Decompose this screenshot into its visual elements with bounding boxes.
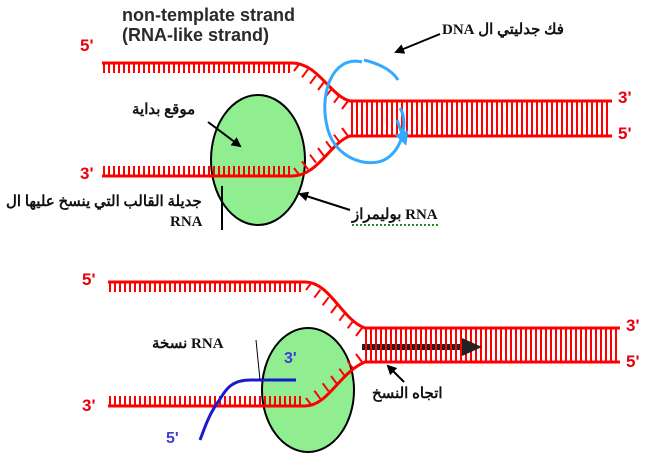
- base-pair-tick: [321, 382, 330, 392]
- rna-5-end: 5': [166, 430, 179, 447]
- direction-label: اتجاه النسخ: [372, 386, 443, 402]
- rna-polymerase-top: [210, 94, 306, 226]
- template-strand-label: جديلة القالب التي ينسخ عليها ال: [6, 194, 202, 210]
- base-pair-tick: [325, 140, 333, 150]
- pointer-lines-top: [207, 33, 441, 230]
- base-pair-tick: [330, 304, 338, 314]
- base-pair-tick: [305, 397, 313, 407]
- base-pair-tick: [355, 327, 363, 337]
- base-pair-tick: [355, 353, 363, 363]
- base-pair-tick: [346, 360, 355, 370]
- rna-copy-label: RNA نسخة: [152, 336, 224, 352]
- diagram-title: non-template strand: [122, 5, 296, 25]
- base-pair-tick: [309, 154, 317, 164]
- base-pair-tick: [338, 368, 347, 378]
- bottom-right-3-end: 3': [626, 316, 640, 335]
- base-pair-tick: [293, 62, 301, 72]
- dna-top: [102, 61, 612, 178]
- base-pair-tick: [301, 68, 309, 78]
- rna-polymerase-bottom: [261, 327, 355, 453]
- template-strand-rna-label: RNA: [170, 214, 203, 230]
- base-pair-tick: [313, 390, 322, 400]
- base-pair-tick: [313, 289, 322, 299]
- top-right-3-end: 3': [618, 88, 632, 107]
- unwinding-label: فك جدليتي ال DNA: [442, 22, 564, 38]
- base-pair-tick: [346, 319, 355, 329]
- base-pair-tick: [309, 75, 317, 85]
- bottom-right-5-end: 5': [626, 352, 640, 371]
- base-pair-tick: [293, 167, 301, 177]
- rna-3-end: 3': [284, 350, 297, 367]
- transcription-direction-arrow: [362, 338, 482, 383]
- base-pair-tick: [338, 312, 347, 322]
- base-pair-tick: [317, 147, 325, 157]
- diagram-subtitle: (RNA-like strand): [122, 25, 270, 45]
- base-pair-tick: [330, 375, 338, 385]
- base-pair-tick: [321, 296, 330, 306]
- base-pair-tick: [317, 81, 325, 91]
- bottom-left-5-end: 5': [82, 270, 96, 289]
- base-pair-tick: [333, 94, 341, 104]
- start-site-label: موقع بداية: [132, 102, 196, 118]
- unwinding-arrow: [323, 58, 409, 165]
- base-pair-tick: [305, 281, 313, 291]
- base-pair-tick: [333, 134, 341, 144]
- top-right-5-end: 5': [618, 124, 632, 143]
- rna-transcript: [198, 339, 296, 441]
- dna-bottom: [108, 280, 620, 408]
- base-pair-tick: [341, 127, 349, 137]
- base-pair-tick: [341, 100, 349, 110]
- base-pair-tick: [301, 160, 309, 170]
- top-left-3-end: 3': [80, 164, 94, 183]
- polymerase-label: RNA بوليمراز: [352, 205, 438, 226]
- top-left-5-end: 5': [80, 36, 94, 55]
- bottom-left-3-end: 3': [82, 396, 96, 415]
